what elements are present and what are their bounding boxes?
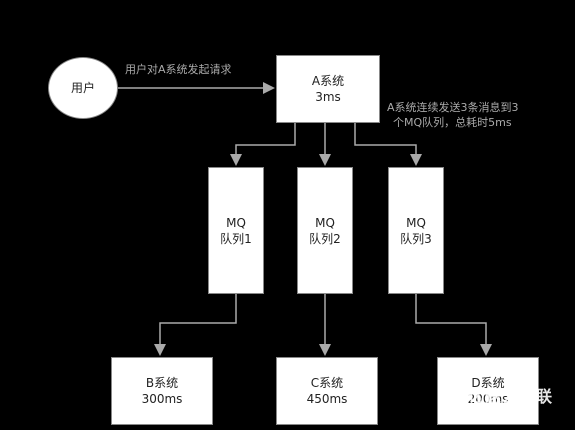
node-system-d: D系统 200ms [437,357,539,425]
node-mq3-line1: MQ [406,215,426,230]
node-system-b-time: 300ms [141,392,183,406]
node-system-d-time: 200ms [467,392,509,406]
node-system-c-time: 450ms [306,392,348,406]
edge-a-to-mq1 [230,123,296,166]
annotation-a-sends-line1: A系统连续发送3条消息到3 [387,101,519,114]
node-system-a-name: A系统 [311,74,345,88]
node-mq3-line2: 队列3 [400,231,432,246]
node-user: 用户 [48,57,118,119]
annotation-user-request: 用户对A系统发起请求 [125,63,232,76]
watermark-main: 亿速云互联 [468,387,554,406]
watermark-sub: YISU CLOUD [468,407,515,414]
node-user-label: 用户 [70,81,95,95]
node-mq1-line1: MQ [226,215,246,230]
node-system-b-name: B系统 [145,376,179,390]
annotation-a-sends-line2: 个MQ队列，总耗时5ms [393,116,512,129]
node-system-a-time: 3ms [315,90,341,104]
node-system-c-name: C系统 [310,376,344,390]
yisu-logo-icon [442,393,464,415]
edge-a-to-mq3 [354,123,422,166]
node-mq-queue-2: MQ 队列2 [297,167,353,294]
node-mq2-line1: MQ [315,215,335,230]
node-mq2-line2: 队列2 [309,231,341,246]
node-system-c: C系统 450ms [276,357,378,425]
node-mq-queue-1: MQ 队列1 [208,167,264,294]
node-system-a: A系统 3ms [276,55,380,123]
node-mq-queue-3: MQ 队列3 [388,167,444,294]
annotation-a-sends: A系统连续发送3条消息到3 个MQ队列，总耗时5ms [387,100,567,130]
watermark: 亿速云互联 YISU CLOUD [442,384,572,424]
watermark-text: 亿速云互联 YISU CLOUD [468,387,554,418]
edge-mq1-to-b [154,294,237,356]
node-system-d-name: D系统 [471,376,505,390]
edge-mq3-to-d [415,294,492,356]
node-system-b: B系统 300ms [111,357,213,425]
node-mq1-line2: 队列1 [220,231,252,246]
